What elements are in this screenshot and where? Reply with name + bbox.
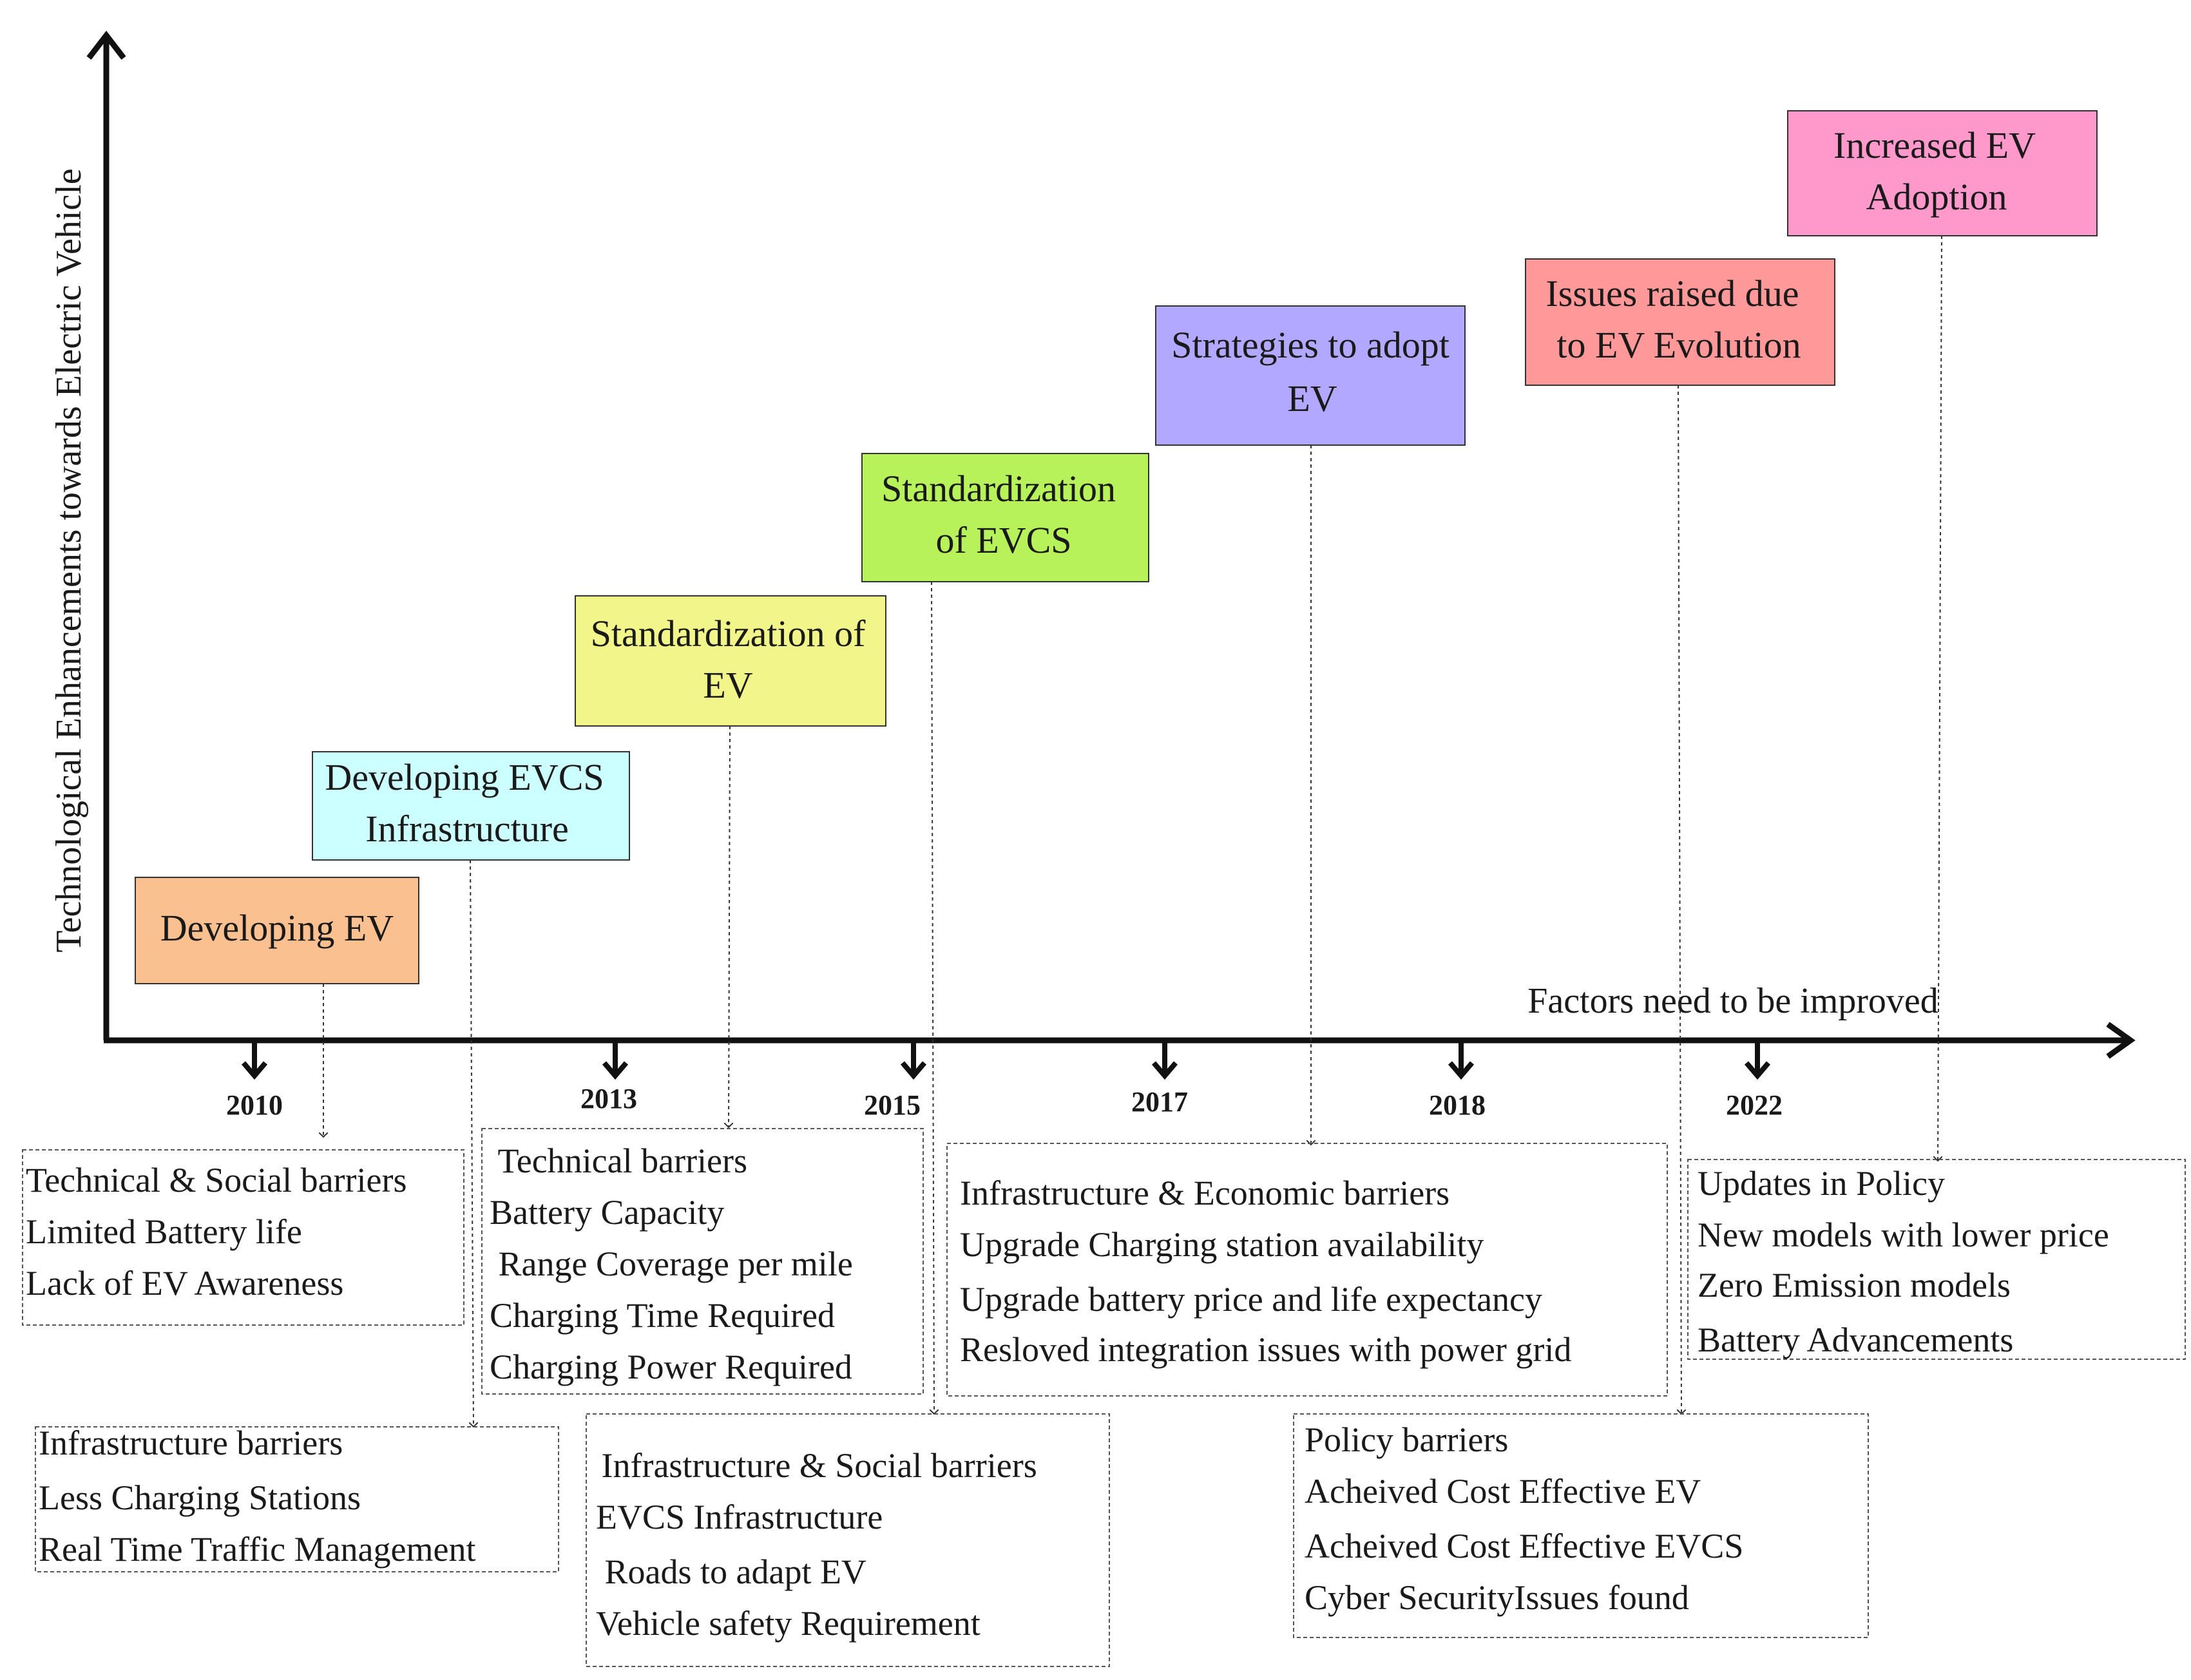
stage-label: EV [1287,377,1337,419]
stage-label: Issues raised due [1545,272,1799,314]
factor-line: EVCS Infrastructure [596,1498,883,1536]
stage-box-bg [1155,305,1466,446]
stage-box-bg [1787,110,2098,236]
stage-boxes: Developing EV Developing EVCS Infrastruc… [135,110,2098,984]
factor-box-2017-infrastructure-economic: Infrastructure & Economic barriers Upgra… [946,1143,1668,1397]
year-marker-2010: 2010 [226,1040,283,1121]
stage-label: Increased EV [1833,124,2036,166]
factor-box-border [586,1413,1110,1667]
factor-box-border [22,1149,464,1326]
factor-line: Infrastructure & Economic barriers [960,1174,1450,1212]
factor-line: Cyber SecurityIssues found [1305,1578,1689,1617]
year-label: 2018 [1429,1089,1486,1121]
factor-box-2010-technical-social: Technical & Social barriers Limited Batt… [22,1149,464,1326]
factor-line: Less Charging Stations [39,1478,361,1517]
factor-line: Acheived Cost Effective EVCS [1305,1527,1743,1565]
factor-line: Policy barriers [1305,1420,1508,1459]
factor-line: Upgrade battery price and life expectanc… [960,1280,1542,1319]
year-label: 2013 [580,1083,637,1114]
year-label: 2017 [1131,1086,1188,1118]
connector-increased-adoption [1938,235,1942,1161]
factor-box-infrastructure: Infrastructure barriers Less Charging St… [35,1424,559,1572]
factor-line: Battery Advancements [1698,1321,2013,1359]
factor-line: Range Coverage per mile [490,1245,853,1283]
stage-box-bg [575,595,886,727]
factor-line: Charging Time Required [490,1296,835,1335]
stage-box-bg [312,751,630,861]
stage-label: Infrastructure [365,808,569,850]
connector-issues [1678,385,1681,1414]
factor-line: Infrastructure & Social barriers [593,1446,1037,1485]
stage-label: to EV Evolution [1556,324,1801,366]
connectors [323,235,1942,1427]
factor-box-border [35,1426,559,1572]
factor-box-border [1687,1159,2186,1360]
stage-box-increased-adoption: Increased EV Adoption [1787,110,2098,236]
connector-standardization-evcs [932,581,934,1414]
year-markers: 2010 2013 2015 2017 2018 2022 [226,1040,1783,1121]
year-label: 2015 [864,1089,921,1121]
factor-line: Vehicle safety Requirement [596,1604,981,1643]
factor-box-2015-infrastructure-social: Infrastructure & Social barriers EVCS In… [586,1413,1110,1667]
factor-box-border [481,1128,924,1395]
factor-line: Real Time Traffic Management [39,1530,475,1569]
y-axis-label: Technological Enhancements towards Elect… [49,168,89,952]
factor-line: Lack of EV Awareness [26,1264,343,1303]
stage-box-bg [861,453,1149,582]
year-marker-2022: 2022 [1726,1040,1783,1121]
stage-label: Strategies to adopt [1171,324,1450,366]
stage-label: Standardization [881,468,1116,510]
factor-boxes: Technical & Social barriers Limited Batt… [22,1128,2186,1667]
year-marker-2017: 2017 [1131,1040,1188,1118]
axes: Technological Enhancements towards Elect… [49,30,2136,1059]
stage-box-issues: Issues raised due to EV Evolution [1525,258,1835,386]
stage-box-bg [1525,258,1835,386]
year-marker-2015: 2015 [864,1040,927,1121]
year-label: 2022 [1726,1089,1783,1121]
stage-box-standardization-evcs: Standardization of EVCS [861,453,1149,582]
year-marker-2018: 2018 [1429,1040,1486,1121]
x-axis-label: Factors need to be improved [1527,981,1938,1021]
factor-box-2018-policy: Policy barriers Acheived Cost Effective … [1293,1413,1869,1638]
stage-label: Standardization of [591,613,866,654]
factor-box-2013-technical: Technical barriers Battery Capacity Rang… [481,1128,924,1395]
factor-line: New models with lower price [1698,1216,2109,1254]
factor-line: Charging Power Required [490,1348,852,1386]
factor-line: Battery Capacity [490,1193,724,1232]
connector-standardization-ev [729,725,730,1127]
stage-label: EV [703,664,752,706]
stage-box-developing-ev: Developing EV [135,877,419,984]
factor-line: Upgrade Charging station availability [960,1225,1484,1264]
factor-box-2022-policy-updates: Updates in Policy New models with lower … [1687,1159,2186,1360]
stage-label: Developing EV [160,907,394,949]
year-label: 2010 [226,1089,283,1121]
stage-box-bg [135,877,419,984]
stage-label: of EVCS [935,519,1071,561]
stage-box-standardization-ev: Standardization of EV [575,595,886,727]
factor-line: Infrastructure barriers [39,1424,343,1462]
factor-box-border [946,1143,1668,1397]
factor-line: Acheived Cost Effective EV [1305,1472,1701,1511]
stage-label: Adoption [1866,176,2007,218]
factor-line: Limited Battery life [26,1212,302,1251]
factor-line: Updates in Policy [1698,1164,1945,1203]
stage-label: Developing EVCS [325,756,604,798]
x-axis-arrowhead [2106,1022,2136,1059]
factor-line: Technical & Social barriers [26,1161,407,1199]
factor-line: Roads to adapt EV [596,1552,866,1591]
factor-box-border [1293,1413,1869,1638]
factor-line: Resloved integration issues with power g… [960,1330,1571,1369]
stage-box-strategies: Strategies to adopt EV [1155,305,1466,446]
y-axis-arrowhead [86,30,126,60]
factor-line: Zero Emission models [1698,1266,2011,1304]
connector-evcs-infrastructure [470,859,474,1427]
stage-box-evcs-infrastructure: Developing EVCS Infrastructure [312,751,630,861]
year-marker-2013: 2013 [580,1040,637,1114]
factor-line: Technical barriers [490,1141,747,1180]
